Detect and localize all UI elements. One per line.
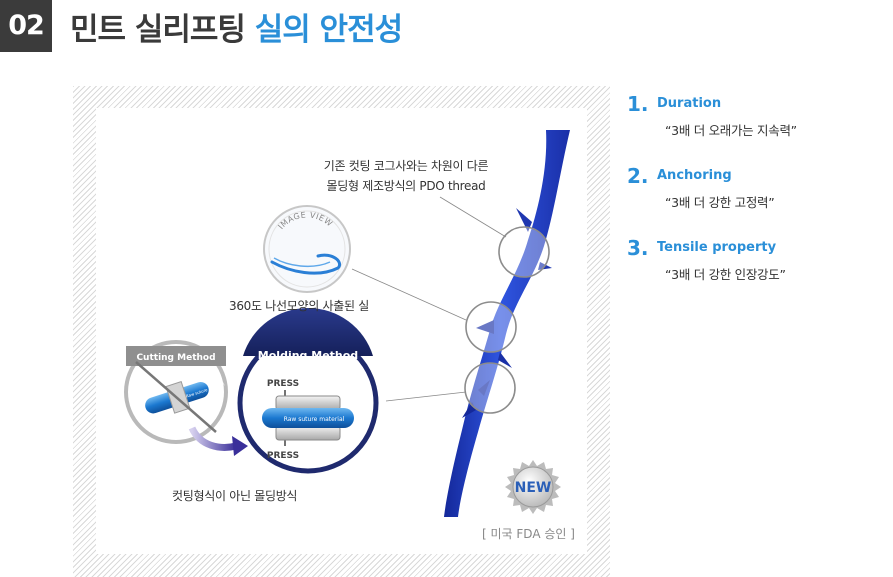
feature-item-tensile-property: 3. Tensile property “3배 더 강한 인장강도” — [627, 236, 887, 308]
press-bottom-label: PRESS — [267, 451, 299, 461]
fda-approval-note: [ 미국 FDA 승인 ] — [482, 527, 575, 541]
thread-callout-line-1: 기존 컷팅 코그사와는 차원이 다른 — [323, 159, 489, 173]
feature-number: 2. — [627, 164, 649, 188]
leader-line-3 — [385, 391, 467, 402]
image-view-thumbnail: IMAGE VIEW — [263, 205, 351, 293]
feature-name: Anchoring — [657, 168, 732, 183]
leader-line-1 — [439, 196, 507, 238]
molding-method-illustration: Molding Method PRESS PRESS Raw suture ma… — [237, 307, 379, 474]
molding-rod-text: Raw suture material — [284, 416, 345, 423]
cutting-method-illustration: Cutting Method Raw suture material — [124, 340, 228, 444]
feature-number: 1. — [627, 92, 649, 116]
molding-caption: 컷팅형식이 아닌 몰딩방식 — [172, 489, 298, 503]
page-title: 민트 실리프팅 실의 안전성 — [70, 4, 403, 49]
new-badge: NEW — [505, 460, 561, 514]
thread-highlight-circle-3 — [464, 362, 516, 414]
feature-name: Tensile property — [657, 240, 777, 255]
feature-item-anchoring: 2. Anchoring “3배 더 강한 고정력” — [627, 164, 887, 236]
thread-highlight-circle-2 — [465, 301, 517, 353]
molding-method-label: Molding Method — [258, 349, 358, 362]
feature-quote: “3배 더 오래가는 지속력” — [665, 123, 797, 138]
spiral-caption: 360도 나선모양의 사출된 실 — [229, 299, 369, 313]
thread-highlight-circle-1 — [498, 226, 550, 278]
page-title-main: 민트 실리프팅 — [70, 12, 255, 48]
page-title-highlight: 실의 안전성 — [254, 12, 403, 48]
cutting-method-label: Cutting Method — [136, 353, 215, 363]
feature-number: 3. — [627, 236, 649, 260]
section-header: 02 민트 실리프팅 실의 안전성 — [0, 0, 893, 55]
leader-line-2 — [351, 268, 467, 321]
press-top-label: PRESS — [267, 379, 299, 389]
feature-list: 1. Duration “3배 더 오래가는 지속력” 2. Anchoring… — [627, 92, 887, 308]
feature-name: Duration — [657, 96, 722, 111]
transition-arrow — [188, 426, 237, 451]
section-number-badge: 02 — [0, 0, 52, 52]
feature-quote: “3배 더 강한 인장강도” — [665, 267, 786, 282]
feature-quote: “3배 더 강한 고정력” — [665, 195, 775, 210]
thread-callout-line-2: 몰딩형 제조방식의 PDO thread — [326, 179, 486, 193]
new-badge-label: NEW — [515, 480, 552, 496]
feature-item-duration: 1. Duration “3배 더 오래가는 지속력” — [627, 92, 887, 164]
